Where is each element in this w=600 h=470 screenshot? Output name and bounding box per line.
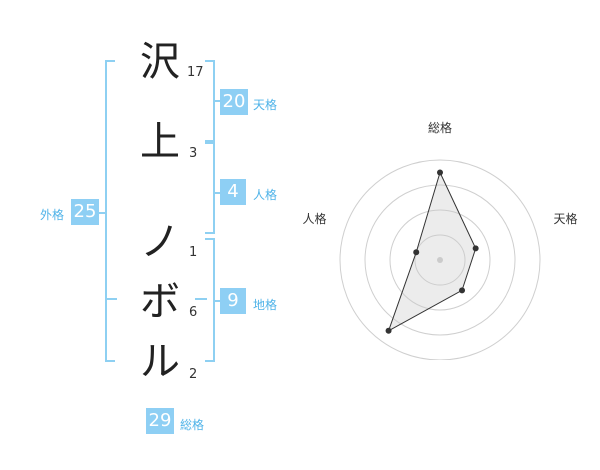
radar-point-3 bbox=[459, 287, 466, 294]
radar-ring bbox=[364, 184, 516, 336]
tenkaku-label: 天格 bbox=[253, 98, 278, 112]
gaikaku-bracket bbox=[105, 60, 115, 362]
chikaku-bracket-tick bbox=[195, 298, 207, 300]
stroke-count-1: 17 bbox=[187, 65, 204, 80]
gaikaku-label: 外格 bbox=[40, 208, 65, 222]
radar-point-4 bbox=[385, 327, 392, 334]
name-char-3: ノ bbox=[140, 219, 180, 265]
tenkaku-bracket bbox=[205, 60, 215, 144]
jinkaku-connector bbox=[213, 192, 221, 194]
soukaku-label: 総格 bbox=[180, 418, 205, 432]
radar-axis-label-2: 天格 bbox=[554, 211, 578, 226]
radar-point-2 bbox=[472, 245, 479, 252]
radar-axis-label-1: 総格 bbox=[428, 120, 452, 135]
radar-series-polygon bbox=[387, 171, 477, 332]
jinkaku-label: 人格 bbox=[253, 188, 278, 202]
gaikaku-bracket-tick bbox=[105, 298, 117, 300]
chikaku-label: 地格 bbox=[253, 298, 278, 312]
chikaku-connector bbox=[213, 300, 221, 302]
tenkaku-connector bbox=[213, 100, 221, 102]
gaikaku-value-badge: 25 bbox=[71, 199, 99, 225]
radar-ring bbox=[414, 234, 466, 286]
radar-point-1 bbox=[437, 169, 443, 176]
gaikaku-connector bbox=[99, 212, 107, 214]
radar-axis-label-4: 外格 bbox=[350, 359, 374, 360]
radar-axis-label-5: 人格 bbox=[302, 211, 326, 226]
stroke-count-4: 6 bbox=[189, 305, 198, 320]
radar-point-5 bbox=[413, 249, 420, 256]
tenkaku-value-badge: 20 bbox=[220, 89, 248, 115]
jinkaku-bracket bbox=[205, 140, 215, 234]
soukaku-value-badge: 29 bbox=[146, 408, 174, 434]
stroke-count-3: 1 bbox=[189, 245, 198, 260]
radar-axis-label-3: 地格 bbox=[506, 359, 530, 360]
chikaku-value-badge: 9 bbox=[220, 288, 246, 314]
jinkaku-value-badge: 4 bbox=[220, 179, 246, 205]
radar-center bbox=[437, 257, 443, 263]
radar-chart: 総格天格地格 外格 人格 bbox=[302, 120, 578, 360]
stroke-count-2: 3 bbox=[189, 146, 198, 161]
name-char-2: 上 bbox=[140, 119, 180, 165]
radar-ring bbox=[339, 159, 541, 360]
name-char-4: ボ bbox=[140, 279, 180, 325]
stroke-count-5: 2 bbox=[189, 367, 198, 382]
name-char-1: 沢 bbox=[140, 39, 180, 85]
radar-ring bbox=[389, 209, 491, 311]
name-char-5: ル bbox=[140, 339, 180, 385]
